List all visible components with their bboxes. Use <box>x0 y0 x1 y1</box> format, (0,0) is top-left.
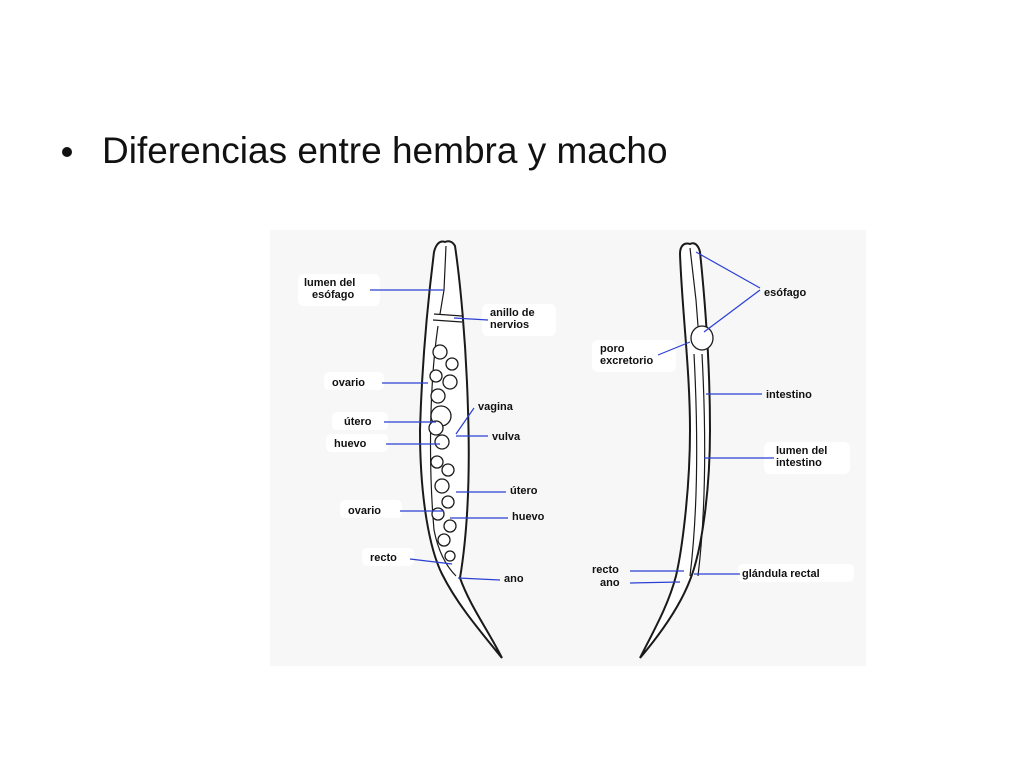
label-huevo-bottom: huevo <box>512 511 545 523</box>
label-bg <box>362 548 414 566</box>
label-utero-bottom: útero <box>510 485 538 497</box>
label-ovario-top: ovario <box>332 377 365 389</box>
label-recto-female: recto <box>370 552 397 564</box>
label-bg <box>340 500 402 518</box>
label-vagina: vagina <box>478 401 514 413</box>
female-inner-tract <box>429 325 457 577</box>
nematode-diagram: lumen del esófago anillo de nervios ovar… <box>270 230 866 666</box>
label-bg <box>326 434 388 452</box>
label-bg <box>482 304 556 336</box>
label-bg <box>324 372 384 390</box>
label-recto-male: recto <box>592 564 619 576</box>
label-poro-2: excretorio <box>600 355 653 367</box>
bullet-dot <box>62 147 72 157</box>
label-anillo-1: anillo de <box>490 307 535 319</box>
label-ano-female: ano <box>504 573 524 585</box>
label-esofago: esófago <box>764 287 806 299</box>
label-poro-1: poro <box>600 343 625 355</box>
label-glandula-rectal: glándula rectal <box>742 568 820 580</box>
label-anillo-2: nervios <box>490 319 529 331</box>
label-bg <box>298 274 380 306</box>
label-lumen-esofago-2: esófago <box>312 289 354 301</box>
male-esophagus <box>689 247 699 327</box>
label-ano-male: ano <box>600 577 620 589</box>
female-nerve-ring <box>432 313 463 323</box>
female-nematode <box>370 240 508 659</box>
label-lumen-intestino-2: intestino <box>776 457 822 469</box>
male-intestine-lumen <box>697 353 706 577</box>
female-eggs <box>428 344 459 562</box>
label-intestino: intestino <box>766 389 812 401</box>
female-body-outline <box>418 240 503 659</box>
male-body-outline <box>639 242 712 659</box>
male-intestine-wall <box>689 353 698 577</box>
label-utero-top: útero <box>344 416 372 428</box>
label-bg <box>332 412 388 430</box>
male-esophageal-bulb <box>690 325 714 351</box>
label-vulva: vulva <box>492 431 521 443</box>
bullet-text: Diferencias entre hembra y macho <box>102 130 668 171</box>
bullet-item: Diferencias entre hembra y macho <box>62 130 668 172</box>
label-bg <box>592 340 676 372</box>
male-nematode <box>629 242 774 659</box>
label-huevo-top: huevo <box>334 438 367 450</box>
label-bg <box>764 442 850 474</box>
label-ovario-bottom: ovario <box>348 505 381 517</box>
diagram-svg: lumen del esófago anillo de nervios ovar… <box>298 240 854 659</box>
label-bg <box>738 564 854 582</box>
label-lumen-esofago-1: lumen del <box>304 277 355 289</box>
label-lumen-intestino-1: lumen del <box>776 445 827 457</box>
